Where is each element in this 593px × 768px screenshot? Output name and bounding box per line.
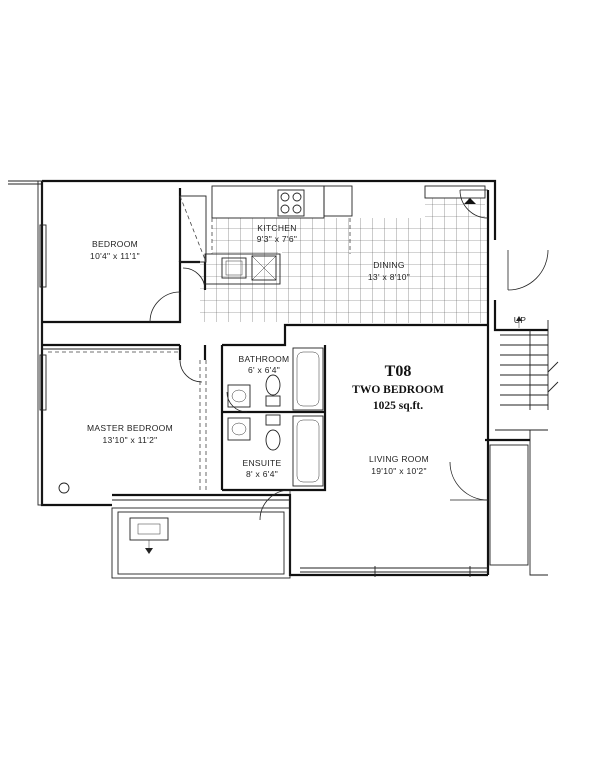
stair-up-label: UP bbox=[514, 315, 526, 325]
bathroom-fixtures bbox=[227, 347, 324, 487]
balcony bbox=[111, 507, 291, 579]
kitchen-label: KITCHEN bbox=[257, 223, 296, 233]
kitchen-fixtures bbox=[204, 185, 486, 285]
bathroom-label: BATHROOM bbox=[239, 354, 290, 364]
living-room-dims: 19'10" x 10'2" bbox=[371, 466, 427, 476]
master-bedroom-dims: 13'10" x 11'2" bbox=[103, 435, 158, 445]
kitchen-dims: 9'3" x 7'6" bbox=[257, 234, 297, 244]
closets bbox=[48, 195, 207, 494]
master-bedroom-label: MASTER BEDROOM bbox=[87, 423, 173, 433]
room-labels: BEDROOM 10'4" x 11'1" KITCHEN 9'3" x 7'6… bbox=[87, 223, 526, 479]
dining-dims: 13' x 8'10" bbox=[368, 272, 410, 282]
bedroom-dims: 10'4" x 11'1" bbox=[90, 251, 140, 261]
ensuite-dims: 8' x 6'4" bbox=[246, 469, 278, 479]
bedroom-label: BEDROOM bbox=[92, 239, 138, 249]
living-room-label: LIVING ROOM bbox=[369, 454, 429, 464]
ensuite-label: ENSUITE bbox=[243, 458, 282, 468]
corridor-right bbox=[485, 190, 548, 576]
dining-label: DINING bbox=[373, 260, 405, 270]
unit-info: T08 TWO BEDROOM 1025 sq.ft. bbox=[352, 363, 444, 412]
exterior-walls bbox=[37, 179, 497, 577]
unit-code: T08 bbox=[385, 363, 412, 380]
balcony-edge bbox=[8, 180, 42, 185]
tiled-floor bbox=[200, 198, 488, 323]
unit-area: 1025 sq.ft. bbox=[373, 400, 423, 412]
windows bbox=[300, 566, 488, 577]
unit-type: TWO BEDROOM bbox=[352, 384, 444, 396]
bathroom-dims: 6' x 6'4" bbox=[248, 365, 280, 375]
stairs bbox=[500, 316, 559, 410]
